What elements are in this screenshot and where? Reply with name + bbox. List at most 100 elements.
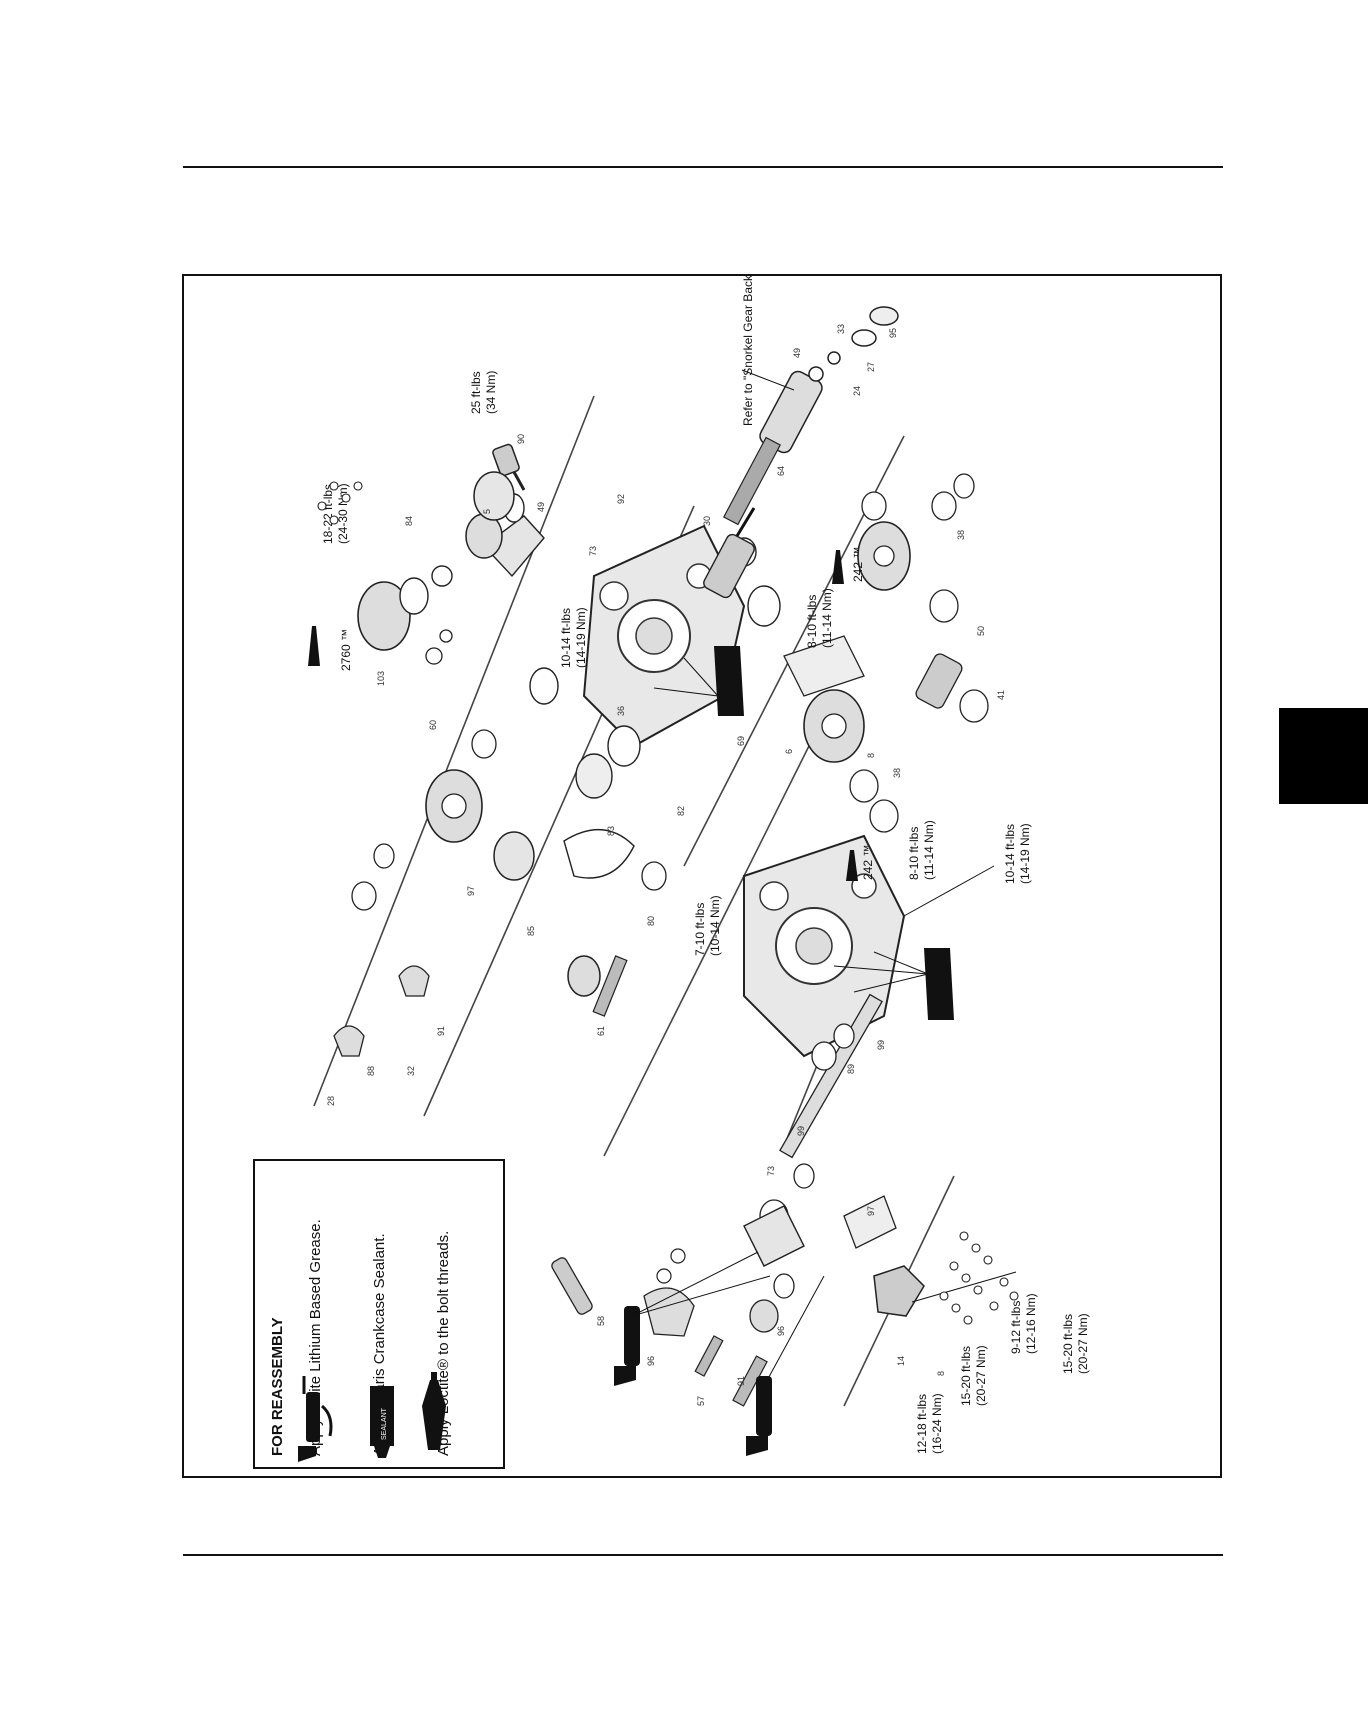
torque-15-20-a: 15-20 ft-lbs (20-27 Nm) (959, 1345, 988, 1406)
sealant-tube-icon: SEALANT (370, 1386, 394, 1458)
svg-text:15-20 ft-lbs: 15-20 ft-lbs (959, 1346, 973, 1406)
part-label: 90 (516, 434, 526, 444)
lower-axle-assembly (759, 993, 925, 1317)
right-shaft-parts (703, 473, 989, 833)
torque-8-10-right: 8-10 ft-lbs (11-14 Nm) (805, 588, 834, 648)
svg-text:(14-19 Nm): (14-19 Nm) (1018, 823, 1032, 884)
part-label: 82 (676, 806, 686, 816)
lower-left-parts (551, 1205, 805, 1407)
svg-text:15-20 ft-lbs: 15-20 ft-lbs (1061, 1314, 1075, 1374)
gearcase-main-lower (743, 834, 906, 1058)
grease-gun-icon (298, 1376, 333, 1462)
part-label: 95 (888, 328, 898, 338)
part-label: 8 (866, 753, 876, 758)
loctite-bottle-icon (846, 850, 858, 881)
part-label: 28 (326, 1096, 336, 1106)
svg-text:10-14 ft-lbs: 10-14 ft-lbs (559, 608, 573, 668)
svg-text:(24-30 Nm): (24-30 Nm) (336, 483, 350, 544)
svg-text:(11-14 Nm): (11-14 Nm) (820, 588, 834, 648)
svg-text:18-22 ft-lbs: 18-22 ft-lbs (321, 484, 335, 544)
legend-title: FOR REASSEMBLY (269, 1317, 286, 1456)
fasteners-set (317, 481, 1019, 1325)
part-label: 14 (896, 1356, 906, 1366)
svg-text:8-10 ft-lbs: 8-10 ft-lbs (907, 827, 921, 880)
svg-text:(34 Nm): (34 Nm) (484, 371, 498, 414)
loctite-bottle-icon (308, 626, 320, 666)
header-rule (183, 166, 1223, 168)
part-label: 103 (376, 671, 386, 686)
sealant-tube-icon (833, 948, 954, 1020)
part-label: 61 (596, 1026, 606, 1036)
grease-gun-icon (746, 1275, 825, 1456)
svg-text:7-10 ft-lbs: 7-10 ft-lbs (693, 903, 707, 956)
part-label: 83 (606, 826, 616, 836)
torque-12-18: 12-18 ft-lbs (16-24 Nm) (915, 1393, 944, 1454)
torque-18-22: 18-22 ft-lbs (24-30 Nm) (321, 483, 350, 544)
center-shaft-parts (333, 667, 667, 1057)
part-label: 30 (702, 516, 712, 526)
svg-text:242 ™: 242 ™ (861, 845, 875, 880)
svg-text:(10-14 Nm): (10-14 Nm) (708, 895, 722, 956)
part-label: 73 (588, 546, 598, 556)
part-label: 73 (766, 1166, 776, 1176)
svg-text:(14-19 Nm): (14-19 Nm) (574, 607, 588, 668)
part-label: 91 (436, 1026, 446, 1036)
svg-text:2760 ™: 2760 ™ (339, 629, 353, 671)
part-label: 64 (776, 466, 786, 476)
part-label: 92 (616, 494, 626, 504)
part-label: 38 (892, 768, 902, 778)
snorkel-callout: Refer to "Snorkel Gear Backlash Procedur… (741, 276, 755, 426)
part-label: 32 (406, 1066, 416, 1076)
part-label: 49 (792, 348, 802, 358)
grease-gun-icon (614, 1251, 771, 1386)
torque-8-10-mid: 8-10 ft-lbs (11-14 Nm) (907, 820, 936, 880)
part-label: 91 (736, 1376, 746, 1386)
torque-25: 25 ft-lbs (34 Nm) (469, 371, 498, 414)
loctite-bottle-icon (422, 1372, 446, 1450)
torque-15-20-b: 15-20 ft-lbs (20-27 Nm) (1061, 1313, 1090, 1374)
part-label: 5 (482, 509, 492, 514)
torque-9-12: 9-12 ft-lbs (12-16 Nm) (1009, 1293, 1038, 1354)
part-label: 88 (366, 1066, 376, 1076)
svg-text:8-10 ft-lbs: 8-10 ft-lbs (805, 595, 819, 648)
part-label: 97 (466, 886, 476, 896)
sealant-tag: SEALANT (381, 1407, 388, 1440)
svg-text:9-12 ft-lbs: 9-12 ft-lbs (1009, 1301, 1023, 1354)
part-label: 99 (876, 1040, 886, 1050)
loctite-242-right: 242 ™ (851, 547, 865, 582)
part-label: 85 (526, 926, 536, 936)
bolt-83 (492, 443, 526, 491)
ring-gear-assembly (357, 471, 525, 665)
svg-text:(12-16 Nm): (12-16 Nm) (1024, 1293, 1038, 1354)
part-label: 97 (866, 1206, 876, 1216)
exploded-view-drawing: FOR REASSEMBLY Apply White Lithium Based… (253, 276, 1090, 1469)
part-label: 60 (428, 720, 438, 730)
svg-text:(20-27 Nm): (20-27 Nm) (974, 1345, 988, 1406)
part-label: 80 (646, 916, 656, 926)
part-label: 96 (646, 1356, 656, 1366)
part-label: 99 (796, 1126, 806, 1136)
sealant-tube-icon (653, 646, 744, 716)
svg-text:(20-27 Nm): (20-27 Nm) (1076, 1313, 1090, 1374)
svg-text:Refer to "Snorkel Gear Backlas: Refer to "Snorkel Gear Backlash Procedur… (741, 276, 755, 426)
part-label: 33 (836, 324, 846, 334)
part-label: 24 (852, 386, 862, 396)
exploded-view-diagram: FOR REASSEMBLY Apply White Lithium Based… (182, 274, 1222, 1478)
part-label: 50 (976, 626, 986, 636)
loctite-bottle-icon (832, 550, 844, 584)
part-label: 36 (616, 706, 626, 716)
part-label: 8 (936, 1371, 946, 1376)
torque-10-14-bottom: 10-14 ft-lbs (14-19 Nm) (1003, 823, 1032, 884)
svg-text:(11-14 Nm): (11-14 Nm) (922, 820, 936, 880)
svg-text:12-18 ft-lbs: 12-18 ft-lbs (915, 1394, 929, 1454)
svg-text:242 ™: 242 ™ (851, 547, 865, 582)
svg-text:25 ft-lbs: 25 ft-lbs (469, 371, 483, 414)
part-reference-labels: 49 33 27 95 24 64 90 49 5 84 73 92 30 10… (326, 324, 1006, 1406)
reassembly-legend: FOR REASSEMBLY Apply White Lithium Based… (253, 1159, 505, 1469)
part-label: 6 (784, 749, 794, 754)
section-tab (1279, 708, 1368, 804)
part-label: 69 (736, 736, 746, 746)
loctite-242-mid: 242 ™ (861, 845, 875, 880)
torque-7-10: 7-10 ft-lbs (10-14 Nm) (693, 895, 722, 956)
svg-text:(16-24 Nm): (16-24 Nm) (930, 1393, 944, 1454)
